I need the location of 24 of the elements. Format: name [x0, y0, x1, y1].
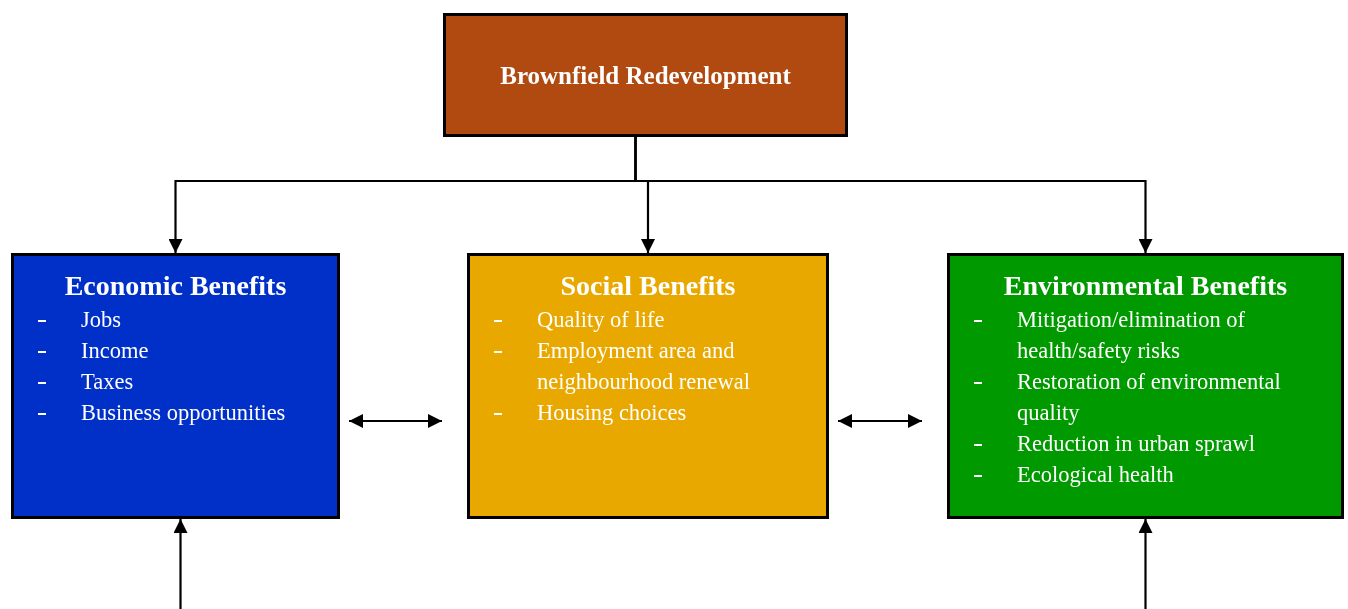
- list-item: Reduction in urban sprawl: [1017, 430, 1257, 458]
- benefit-box: [11, 253, 340, 519]
- connector-arrow: [634, 137, 1153, 253]
- list-item: Restoration of environmental quality: [1017, 368, 1282, 427]
- list-item: Business opportunities: [81, 399, 287, 427]
- list-item: Taxes: [81, 368, 135, 396]
- box-heading: Social Benefits: [559, 270, 737, 302]
- box-heading: Brownfield Redevelopment: [499, 61, 792, 91]
- list-item: Quality of life: [537, 306, 666, 334]
- source-box: [443, 13, 848, 137]
- box-heading: Economic Benefits: [63, 270, 288, 302]
- list-item: Employment area and neighbourhood renewal: [537, 337, 752, 396]
- arrow: [173, 519, 188, 609]
- arrow: [1138, 519, 1153, 609]
- benefit-box: [947, 253, 1344, 519]
- list-item: Housing choices: [537, 399, 688, 427]
- list-item: Jobs: [81, 306, 122, 334]
- box-heading: Environmental Benefits: [1002, 270, 1289, 302]
- double-arrow: [349, 414, 442, 428]
- benefit-box: [467, 253, 829, 519]
- list-item: Income: [81, 337, 150, 365]
- list-item: Mitigation/elimination of health/safety risks: [1017, 306, 1247, 365]
- double-arrow: [838, 414, 922, 428]
- list-item: Ecological health: [1017, 461, 1175, 489]
